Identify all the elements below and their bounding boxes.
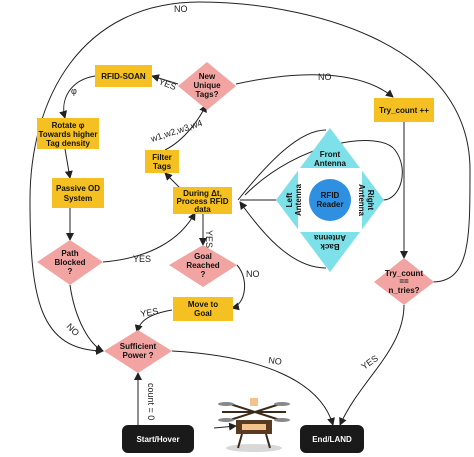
label-no-top: NO	[174, 4, 188, 14]
goal-reached-line-2: Reached	[186, 261, 219, 270]
node-try-count-check: Try_count == n_tries?	[374, 258, 434, 305]
edge-path-process	[102, 212, 196, 263]
rfid-reader-circle	[309, 179, 351, 221]
passive-od-line-1: Passive OD	[56, 184, 100, 193]
goal-reached-line-3: ?	[201, 270, 206, 279]
label-weights: w1,w2,w3,w4	[149, 118, 204, 144]
label-phi: φ	[71, 86, 77, 96]
edge-goal-move	[231, 264, 246, 311]
label-yes-move: YES	[140, 306, 159, 319]
node-passive-od: Passive OD System	[52, 178, 104, 208]
edge-antenna-back	[239, 201, 327, 269]
node-filter-tags: Filter Tags	[145, 150, 179, 173]
edge-antenna-right	[244, 140, 403, 201]
path-blocked-line-1: Path	[61, 249, 78, 258]
process-rfid-line-2: Process RFID	[176, 197, 228, 206]
edge-newtags-try	[235, 74, 394, 98]
end-label: End/LAND	[312, 435, 352, 444]
node-goal-reached: Goal Reached ?	[169, 245, 237, 287]
edge-newtags-soan	[151, 74, 179, 85]
label-yes-path: YES	[133, 254, 151, 264]
node-end: End/LAND	[300, 425, 364, 453]
antenna-assembly: RFID Reader Front Antenna Back Antenna L…	[276, 128, 384, 272]
edge-process-filter	[164, 172, 181, 189]
filter-tags-line-1: Filter	[152, 153, 172, 162]
try-count-inc-label: Try_count ++	[379, 106, 429, 115]
edge-antenna-front	[237, 129, 327, 201]
try-check-line-1: Try_count	[385, 269, 424, 278]
right-antenna-line-1: Right	[366, 190, 375, 211]
label-no-goal: NO	[246, 269, 260, 279]
edge-move-power	[134, 309, 173, 333]
edge-try-no-loop	[29, 1, 471, 355]
node-new-tags: New Unique Tags?	[178, 62, 236, 110]
label-count-zero: count = 0	[146, 383, 156, 420]
power-line-2: Power ?	[122, 351, 153, 360]
label-no-path: NO	[65, 321, 82, 338]
node-try-count-inc: Try_count ++	[374, 98, 434, 122]
edge-check-end	[339, 304, 405, 426]
label-no-power: NO	[268, 355, 283, 367]
try-check-line-3: n_tries?	[388, 286, 419, 295]
label-yes-soan: YES	[157, 76, 177, 92]
filter-tags-line-2: Tags	[153, 162, 172, 171]
path-blocked-line-2: Blocked	[54, 258, 85, 267]
goal-reached-line-1: Goal	[194, 252, 212, 261]
label-no-try: NO	[318, 72, 332, 82]
edge-soan-rotate	[59, 75, 96, 119]
rotate-line-3: Tag density	[46, 139, 90, 148]
right-antenna-line-2: Antenna	[357, 184, 366, 217]
try-check-line-2: ==	[399, 277, 409, 286]
rotate-line-1: Rotate φ	[52, 121, 85, 130]
node-path-blocked: Path Blocked ?	[37, 240, 103, 285]
new-tags-line-1: New	[199, 72, 216, 81]
front-antenna-line-1: Front	[320, 150, 341, 159]
drone-illustration	[213, 398, 290, 452]
power-line-1: Sufficient	[120, 342, 157, 351]
edge-rotate-passive	[64, 148, 73, 179]
back-antenna-line-2: Antenna	[313, 233, 346, 242]
node-move-to-goal: Move to Goal	[173, 297, 233, 321]
node-sufficient-power: Sufficient Power ?	[104, 330, 172, 373]
edges	[29, 1, 471, 426]
left-antenna-line-1: Left	[285, 192, 294, 207]
process-rfid-line-1: During Δt,	[183, 189, 222, 198]
node-rfid-soan: RFID-SOAN	[95, 65, 152, 87]
path-blocked-line-3: ?	[68, 267, 73, 276]
front-antenna-line-2: Antenna	[314, 159, 347, 168]
process-rfid-line-3: data	[194, 205, 211, 214]
move-goal-line-1: Move to	[188, 300, 218, 309]
edge-path-power	[69, 284, 104, 352]
edge-filter-newtags	[164, 104, 207, 151]
left-antenna-line-2: Antenna	[294, 183, 303, 216]
node-start: Start/Hover	[122, 425, 194, 453]
edge-power-end	[171, 350, 335, 426]
reader-line-2: Reader	[316, 200, 343, 209]
node-process-rfid: During Δt, Process RFID data	[173, 187, 232, 214]
new-tags-line-3: Tags?	[196, 90, 219, 99]
passive-od-line-2: System	[64, 194, 92, 203]
node-rotate: Rotate φ Towards higher Tag density	[37, 118, 99, 149]
rfid-soan-label: RFID-SOAN	[101, 72, 146, 81]
back-antenna-line-1: Back	[320, 242, 340, 251]
rotate-line-2: Towards higher	[39, 130, 98, 139]
label-yes-goal-up: YES	[204, 230, 214, 248]
new-tags-line-2: Unique	[193, 81, 221, 90]
reader-line-1: RFID	[321, 191, 340, 200]
move-goal-line-2: Goal	[194, 309, 212, 318]
start-label: Start/Hover	[136, 435, 179, 444]
